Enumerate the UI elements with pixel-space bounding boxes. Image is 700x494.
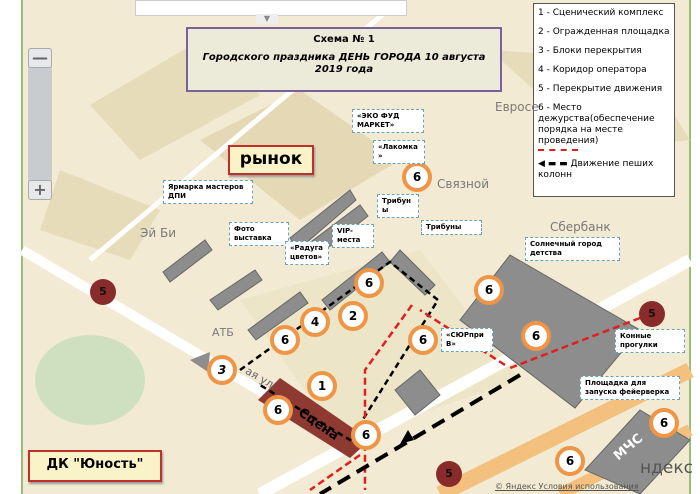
marker-6[interactable]: 6 <box>555 446 585 476</box>
callout-tribuny-2: Трибуны <box>421 220 482 235</box>
callout-foto: Фото выставка <box>229 222 289 246</box>
marker-5[interactable]: 5 <box>639 301 665 327</box>
legend: 1 - Сценический комплекс 2 - Огражденная… <box>533 3 675 197</box>
callout-feierverk: Площадка для запуска фейерверка <box>580 376 680 400</box>
legend-item-3: 3 - Блоки перекрытия <box>538 46 642 56</box>
zoom-slider[interactable] <box>28 48 52 200</box>
poi-svyaznoy: Связной <box>437 177 490 191</box>
poi-eyby: Эй Би <box>140 226 177 240</box>
poi-evroset: Евросе <box>495 100 539 114</box>
marker-6[interactable]: 6 <box>408 325 438 355</box>
callout-vip: VIP-места <box>332 224 374 248</box>
marker-5[interactable]: 5 <box>90 279 116 305</box>
callout-eco-food: «ЭКО ФУД МАРКЕТ» <box>352 109 424 133</box>
callout-raduga: «Радуга цветов» <box>285 241 329 265</box>
marker-5[interactable]: 5 <box>436 461 462 487</box>
callout-lakomka: «Лакомка » <box>373 140 425 164</box>
marker-3[interactable]: 3 <box>207 355 237 385</box>
marker-6[interactable]: 6 <box>649 408 679 438</box>
callout-solnechny: Солнечный город детства <box>525 237 620 261</box>
badge-dk-yunost: ДК "Юность" <box>28 450 162 482</box>
marker-4[interactable]: 4 <box>300 307 330 337</box>
zoom-in-button[interactable]: + <box>28 180 52 200</box>
marker-6[interactable]: 6 <box>474 275 504 305</box>
collapse-chevron-icon[interactable]: ▼ <box>256 14 278 24</box>
badge-rynok: рынок <box>228 145 314 175</box>
marker-6[interactable]: 6 <box>263 395 293 425</box>
legend-item-4: 4 - Коридор оператора <box>538 65 647 75</box>
callout-tribuny-1: Трибун ы <box>377 194 419 218</box>
marker-2[interactable]: 2 <box>338 301 368 331</box>
black-arrow-icon: ◀ ▬ ▬ <box>538 159 571 169</box>
callout-konnye: Конные прогулки <box>615 329 685 353</box>
red-route-icon <box>538 149 578 151</box>
yandex-logo: ндекс <box>640 458 693 478</box>
marker-6[interactable]: 6 <box>521 321 551 351</box>
legend-item-2: 2 - Огражденная площадка <box>538 27 670 37</box>
scheme-title: Схема № 1 Городского праздника ДЕНЬ ГОРО… <box>186 27 502 92</box>
callout-surpriz: «СЮРпри В» <box>441 328 493 352</box>
marker-1[interactable]: 1 <box>307 371 337 401</box>
title-line2: Городского праздника ДЕНЬ ГОРОДА 10 авгу… <box>202 52 486 75</box>
poi-atb: АТБ <box>212 326 234 339</box>
poi-sberbank: Сбербанк <box>550 220 611 234</box>
legend-item-march: ◀ ▬ ▬ Движение пеших колонн <box>538 159 654 180</box>
marker-6[interactable]: 6 <box>354 268 384 298</box>
marker-6[interactable]: 6 <box>402 162 432 192</box>
legend-item-6: 6 - Место дежурства(обеспечение порядка … <box>538 103 655 146</box>
copyright-link[interactable]: © Яндекс Условия использования <box>495 482 639 491</box>
legend-item-5: 5 - Перекрытие движения <box>538 84 663 94</box>
legend-item-1: 1 - Сценический комплекс <box>538 8 664 18</box>
callout-yarmarka: Ярмарка мастеров ДПИ <box>163 180 253 204</box>
title-line1: Схема № 1 <box>313 34 375 45</box>
zoom-out-button[interactable]: — <box>28 48 52 68</box>
marker-6[interactable]: 6 <box>270 325 300 355</box>
marker-6[interactable]: 6 <box>351 420 381 450</box>
